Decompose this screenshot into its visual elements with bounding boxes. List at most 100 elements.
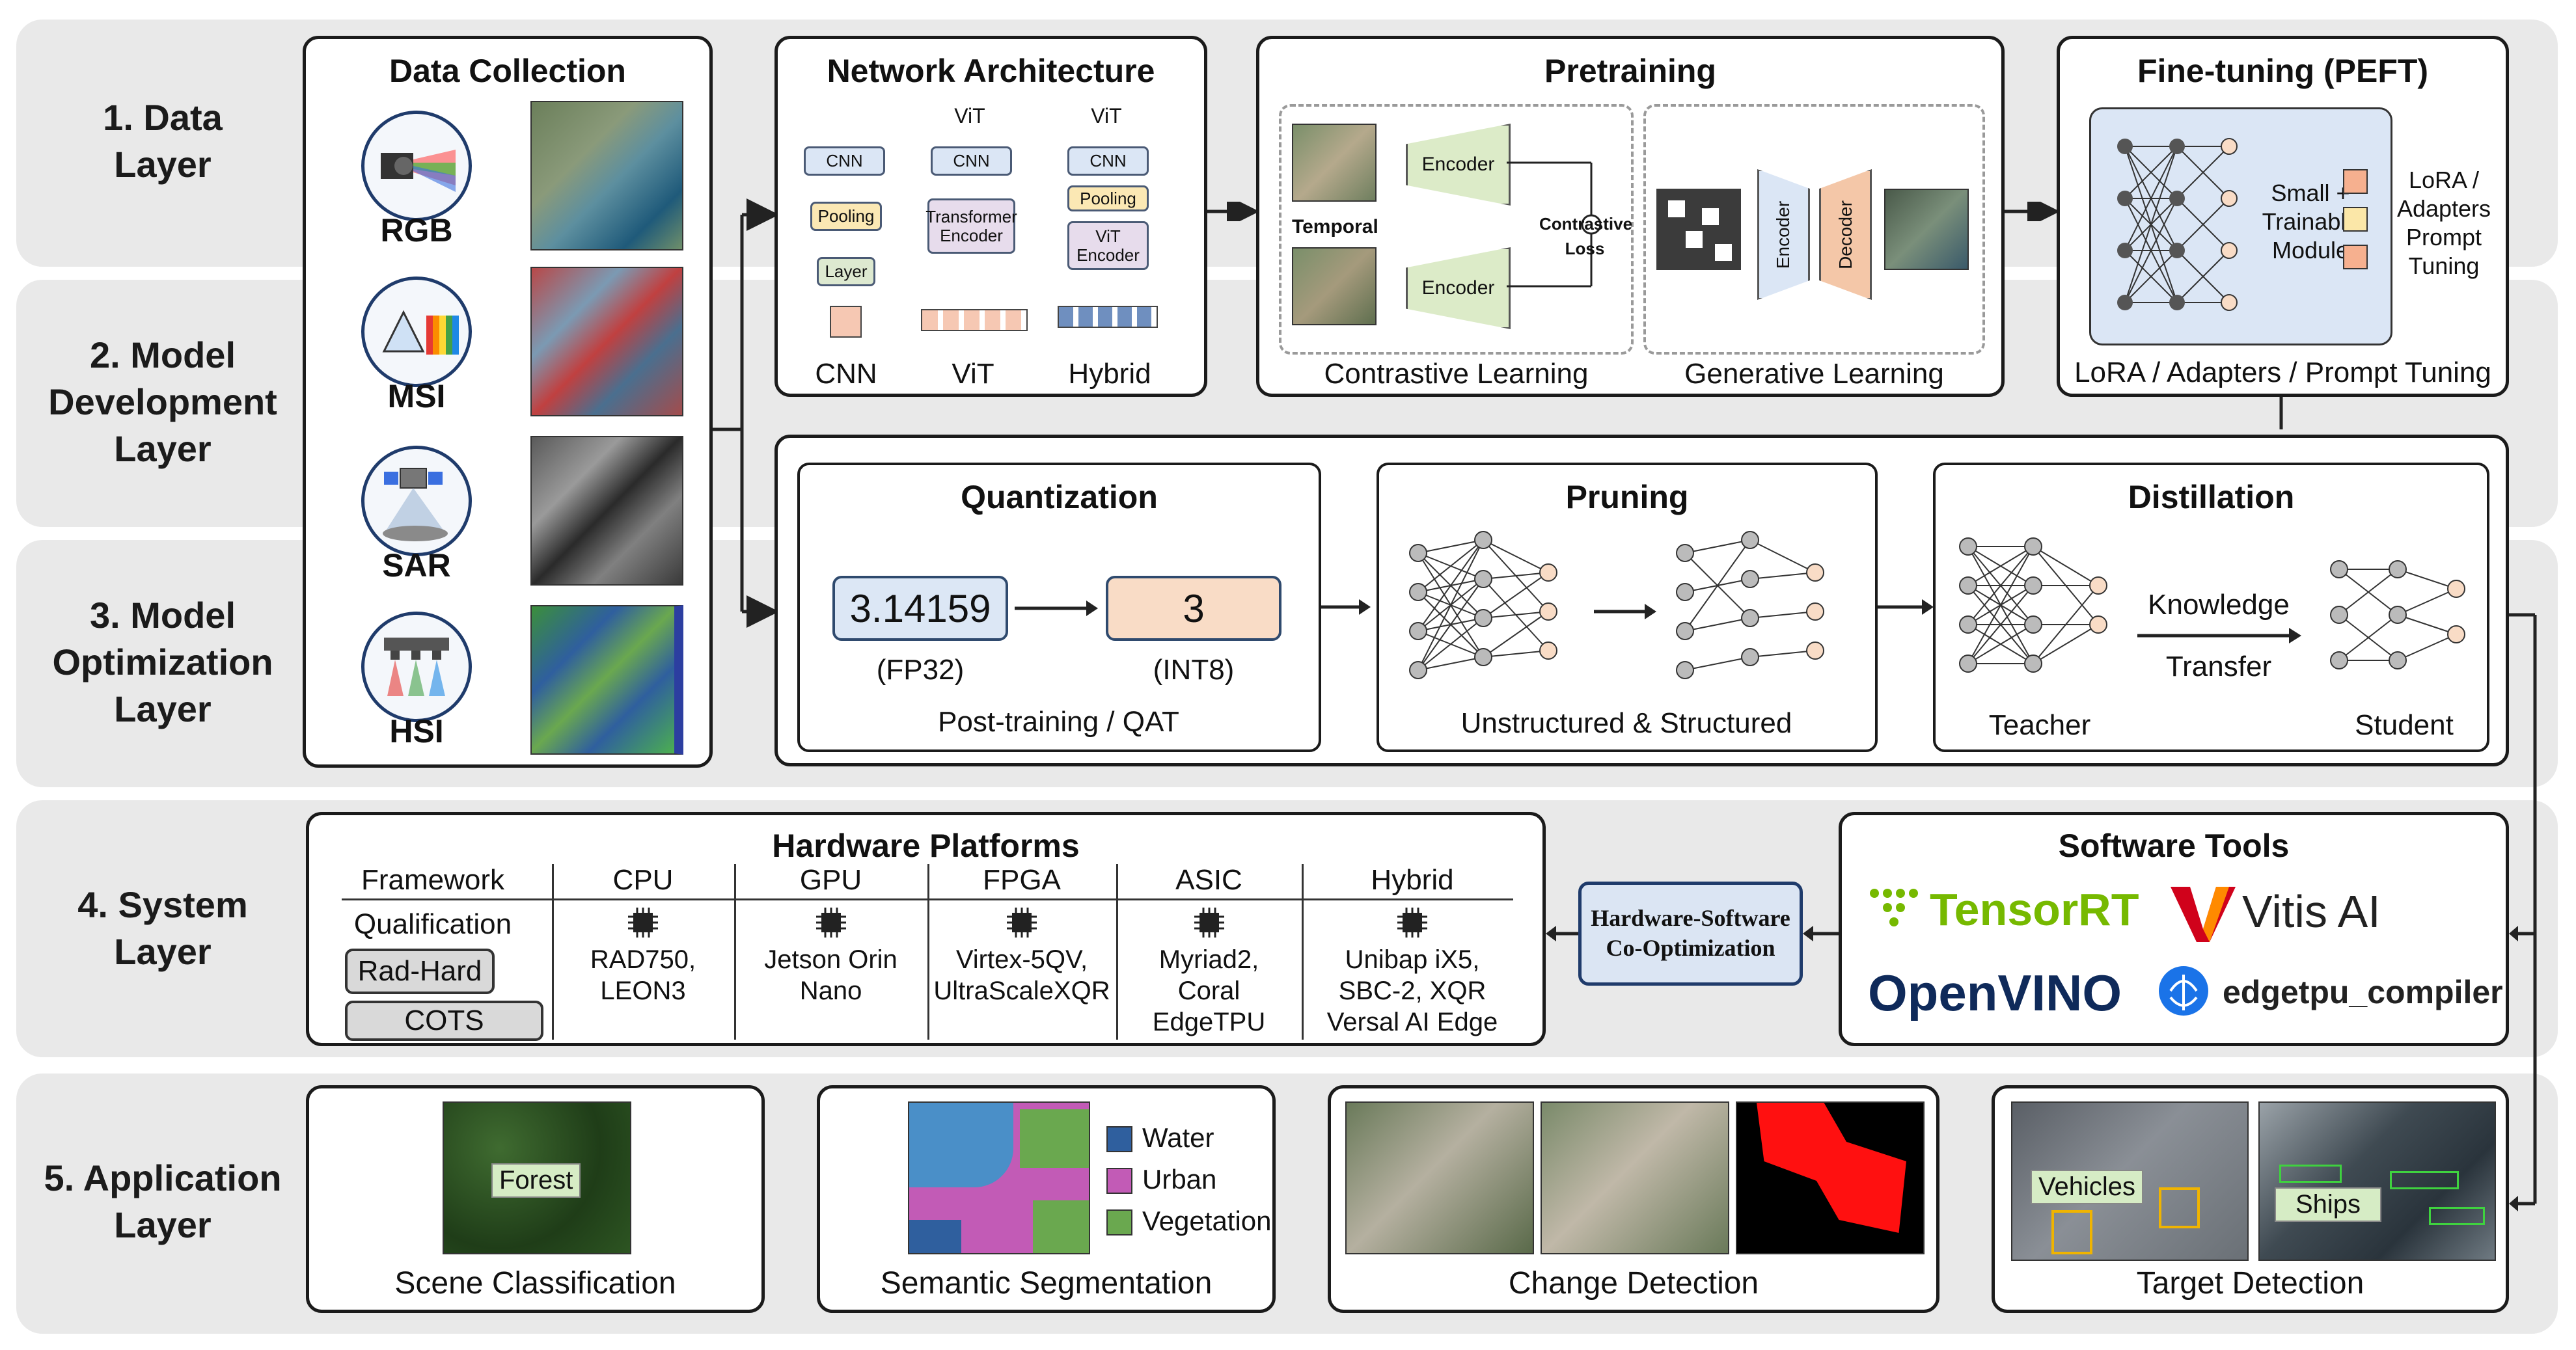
edgetpu-brain-icon <box>2159 966 2208 1016</box>
generative-encoder: Encoder <box>1757 169 1810 300</box>
quantization-title: Quantization <box>961 479 1158 515</box>
temporal-image-top <box>1292 124 1377 202</box>
optimization-panel: Quantization 3.14159 (FP32) 3 (INT8) Pos… <box>774 435 2509 766</box>
quantization-fp32-label: (FP32) <box>876 654 965 686</box>
hw-divider <box>927 864 929 1040</box>
pruning-dense-network-icon <box>1409 531 1557 679</box>
finetuning-module-label: Small + Trainable Module <box>2262 180 2359 263</box>
hybrid-block-pooling: Pooling <box>1067 185 1149 211</box>
contrastive-connectors <box>1507 161 1602 288</box>
hardware-title: Hardware Platforms <box>772 828 1080 864</box>
cpu-line-2: LEON3 <box>600 977 686 1005</box>
pretraining-title: Pretraining <box>1544 53 1716 89</box>
hw-divider <box>1116 864 1118 1040</box>
gpu-header: GPU <box>799 864 862 896</box>
scene-classification-panel: Forest Scene Classification <box>306 1085 765 1313</box>
change-mask-region <box>1757 1103 1906 1233</box>
asic-line-1: Myriad2, <box>1158 945 1259 974</box>
vehicle-bbox-1 <box>2051 1210 2092 1254</box>
rad-hard-option[interactable]: Rad-Hard <box>345 949 495 994</box>
mask-patch <box>1702 208 1719 225</box>
hw-divider <box>1302 864 1304 1040</box>
change-after-image <box>1541 1101 1729 1254</box>
vit-top-label: ViT <box>954 104 985 128</box>
sar-satellite-image <box>530 436 683 586</box>
quantization-int8-label: (INT8) <box>1153 654 1235 686</box>
vit-column-label: ViT <box>952 358 994 390</box>
coopt-line-2: Co-Optimization <box>1606 935 1775 961</box>
quantization-caption: Post-training / QAT <box>938 706 1179 738</box>
cpu-chip-icon <box>628 908 658 938</box>
cnn-block-cnn: CNN <box>804 146 885 176</box>
software-title: Software Tools <box>2058 828 2290 864</box>
hw-divider <box>734 864 736 1040</box>
pretraining-panel: Pretraining Temporal Encoder Encoder Con… <box>1256 36 2005 397</box>
data-to-model-arrows <box>713 198 778 628</box>
sensor-label-rgb: RGB <box>380 212 453 249</box>
sensor-label-sar: SAR <box>382 547 451 584</box>
contrastive-loss-label: Contrastive Loss <box>1539 214 1633 258</box>
student-label: Student <box>2355 709 2454 741</box>
legend-urban-swatch <box>1106 1168 1132 1194</box>
vit-token-row <box>921 309 1028 331</box>
mask-patch <box>1715 244 1732 261</box>
sar-satellite-icon <box>361 446 472 556</box>
quantization-int8-value: 3 <box>1106 576 1281 641</box>
sensor-label-msi: MSI <box>387 378 446 414</box>
vitis-ai-label: Vitis AI <box>2242 886 2381 937</box>
ships-image <box>2258 1101 2496 1261</box>
hardware-platforms-panel: Hardware Platforms Framework Qualificati… <box>306 812 1546 1046</box>
cnn-input-stack <box>830 306 862 338</box>
cnn-block-layer: Layer <box>817 257 875 286</box>
gpu-line-2: Nano <box>799 977 862 1005</box>
hybrid-hw-header: Hybrid <box>1371 864 1454 896</box>
tensorrt-icon <box>1870 889 1918 926</box>
quantization-fp32-value: 3.14159 <box>832 576 1008 641</box>
pruning-title: Pruning <box>1565 479 1689 515</box>
distillation-title: Distillation <box>2128 479 2295 515</box>
distillation-arrow-label-1: Knowledge <box>2148 589 2290 621</box>
legend-vegetation-label: Vegetation <box>1142 1206 1272 1236</box>
rgb-camera-icon <box>361 111 472 221</box>
knowledge-transfer-arrow <box>2137 628 2301 643</box>
asic-line-2: Coral <box>1177 977 1240 1005</box>
pruning-arrow <box>1594 604 1656 619</box>
target-detection-caption: Target Detection <box>2136 1266 2364 1301</box>
pruning-box: Pruning Unstructured & St <box>1377 463 1878 752</box>
coopt-box: Hardware-Software Co-Optimization <box>1578 882 1803 986</box>
vehicles-tag: Vehicles <box>2031 1170 2143 1204</box>
hybrid-column-label: Hybrid <box>1068 358 1151 390</box>
gpu-chip-icon <box>816 908 846 938</box>
generative-decoder-label: Decoder <box>1835 200 1856 269</box>
hybrid-hw-line-1: Unibap iX5, <box>1345 945 1480 974</box>
fpga-line-1: Virtex-5QV, <box>955 945 1088 974</box>
temporal-label: Temporal <box>1292 216 1378 237</box>
legend-vegetation-swatch <box>1106 1209 1132 1235</box>
layer-label-system: 4. System Layer <box>77 884 248 972</box>
coopt-to-hardware-arrow <box>1546 926 1582 941</box>
optimization-to-system-connectors <box>2509 613 2537 1211</box>
distillation-arrow-label-2: Transfer <box>2165 651 2272 682</box>
pruning-caption: Unstructured & Structured <box>1460 707 1792 739</box>
finetuning-network-icon <box>2117 138 2238 311</box>
seg-veg-region-2 <box>1033 1200 1089 1253</box>
framework-header: Framework <box>361 864 505 896</box>
seg-water-region <box>909 1103 1013 1187</box>
finetuning-title: Fine-tuning (PEFT) <box>2137 53 2429 89</box>
quantization-box: Quantization 3.14159 (FP32) 3 (INT8) Pos… <box>797 463 1321 752</box>
distillation-box: Distillation Knowledge Transfer <box>1933 463 2489 752</box>
layer-label-model-development: 2. Model Development Layer <box>48 334 277 469</box>
pruning-sparse-network-icon <box>1676 531 1824 679</box>
pruning-to-distillation-arrow <box>1878 599 1934 615</box>
edgetpu-label: edgetpu_compiler <box>2223 974 2503 1010</box>
msi-satellite-image <box>530 267 683 416</box>
student-network-icon <box>2330 560 2465 669</box>
cots-option[interactable]: COTS <box>345 1001 543 1041</box>
layer-label-application: 5. Application Layer <box>44 1157 282 1245</box>
vehicle-bbox-2 <box>2159 1187 2200 1228</box>
network-architecture-panel: Network Architecture CNN Pooling Layer C… <box>774 36 1207 397</box>
data-collection-title: Data Collection <box>389 53 626 89</box>
legend-water-swatch <box>1106 1126 1132 1152</box>
openvino-label: OpenVINO <box>1868 964 2122 1021</box>
data-collection-panel: Data Collection RGB MSI SAR HSI <box>303 36 713 768</box>
